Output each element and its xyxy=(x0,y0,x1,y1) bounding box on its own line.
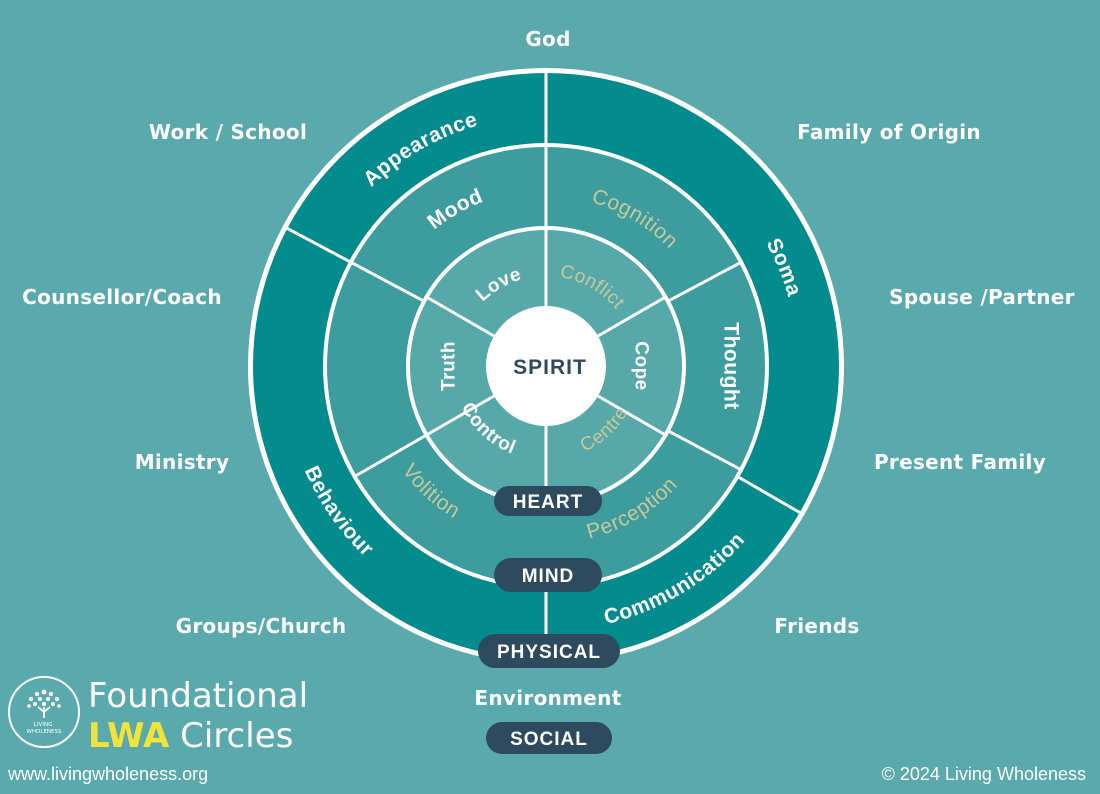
footer-copyright: © 2024 Living Wholeness xyxy=(881,764,1086,784)
physical-pill-bg xyxy=(478,634,620,668)
sphere-spouse-partner: Spouse /Partner xyxy=(889,285,1075,309)
spirit-core xyxy=(486,306,606,426)
footer-url: www.livingwholeness.org xyxy=(8,764,209,784)
social-pill: SOCIAL xyxy=(486,722,612,754)
logo-title-accent: LWA xyxy=(88,716,170,756)
inner-divider-4 xyxy=(424,394,495,438)
mind-pill: MIND xyxy=(494,558,602,592)
logo-mark-line1: LIVING xyxy=(34,722,52,728)
middle-divider-4 xyxy=(348,259,424,302)
inner-divider-2 xyxy=(597,394,668,438)
logo-title-line2: LWA Circles xyxy=(88,716,308,756)
middle-divider-1 xyxy=(668,259,744,302)
tree-icon: LIVING WHOLENESS xyxy=(8,676,80,748)
social-pill-bg xyxy=(486,722,612,754)
sphere-present-family: Present Family xyxy=(873,450,1047,474)
logo-title-rest: Circles xyxy=(180,716,294,756)
outer-divider-3 xyxy=(282,224,350,263)
logo-mark-line2: WHOLENESS xyxy=(26,729,62,735)
label-truth: Truth xyxy=(439,341,460,391)
heart-pill-bg xyxy=(494,486,602,516)
logo-mark-text: LIVING WHOLENESS xyxy=(26,722,62,735)
label-cope: Cope xyxy=(631,341,652,391)
inner-divider-5 xyxy=(424,294,495,338)
physical-label: PHYSICAL xyxy=(497,642,601,663)
sphere-family-of-origin: Family of Origin xyxy=(797,120,981,144)
social-label: SOCIAL xyxy=(510,729,588,750)
spirit-label: SPIRIT xyxy=(513,356,587,379)
sphere-environment: Environment xyxy=(474,686,622,710)
heart-pill: HEART xyxy=(494,486,602,516)
physical-pill: PHYSICAL xyxy=(478,634,620,668)
logo-title: Foundational LWA Circles xyxy=(88,676,308,756)
mind-pill-bg xyxy=(494,558,602,592)
logo-title-line1: Foundational xyxy=(88,676,309,716)
heart-label: HEART xyxy=(513,492,583,513)
sphere-ministry: Ministry xyxy=(134,450,230,474)
sphere-work-school: Work / School xyxy=(148,120,308,144)
outer-divider-1 xyxy=(738,476,805,517)
middle-divider-2 xyxy=(668,430,744,473)
inner-divider-1 xyxy=(597,294,668,338)
middle-divider-3 xyxy=(352,434,426,479)
sphere-god: God xyxy=(525,27,571,51)
living-wholeness-logo: LIVING WHOLENESS xyxy=(6,674,82,750)
sphere-groups-church: Groups/Church xyxy=(175,614,347,638)
sphere-counsellor-coach: Counsellor/Coach xyxy=(22,285,222,309)
label-thought: Thought xyxy=(720,322,743,409)
sphere-friends: Friends xyxy=(774,614,860,638)
mind-label: MIND xyxy=(522,566,575,587)
